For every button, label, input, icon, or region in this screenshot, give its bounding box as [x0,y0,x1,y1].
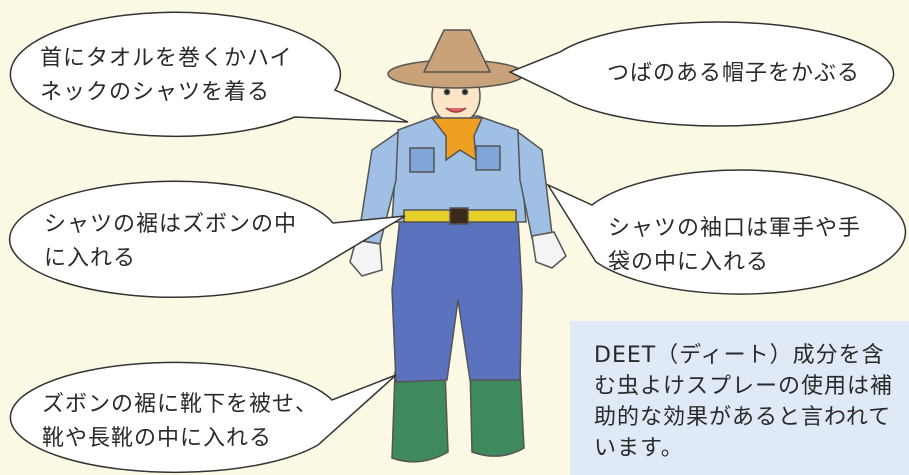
callout-cuffs: シャツの袖口は軍手や手 袋の中に入れる [608,216,862,275]
callout-shirt-hem: シャツの裾はズボンの中 に入れる [44,212,298,271]
hat-crown [422,29,492,73]
left-boot [391,369,449,463]
belt-buckle [449,207,469,225]
farmer-figure [349,29,567,463]
jeans [391,217,523,383]
mouth [445,107,467,113]
callout-hat: つばのある帽子をかぶる [607,61,861,86]
callout-hat-bubble [508,21,895,127]
left-eye [443,88,451,96]
callout-cuffs-bubble [546,169,907,295]
callout-neck-bubble [9,11,409,138]
scarf [430,117,484,162]
left-glove [349,239,383,277]
callout-trouser-hem: ズボンの裾に靴下を被せ、 靴や長靴の中に入れる [42,392,319,451]
right-eye [461,88,469,96]
right-chest-pocket [475,145,501,171]
right-boot [469,367,525,457]
right-glove [531,231,567,269]
callout-shirt-hem-bubble [8,180,406,299]
left-chest-pocket [409,147,435,173]
deet-note: DEET（ディート）成分を含む虫よけスプレーの使用は補助的な効果があると言われて… [594,343,894,461]
callout-trouser-hem-bubble [9,361,397,474]
callout-neck: 首にタオルを巻くかハイ ネックのシャツを着る [40,46,293,105]
deet-note-box [570,321,909,475]
